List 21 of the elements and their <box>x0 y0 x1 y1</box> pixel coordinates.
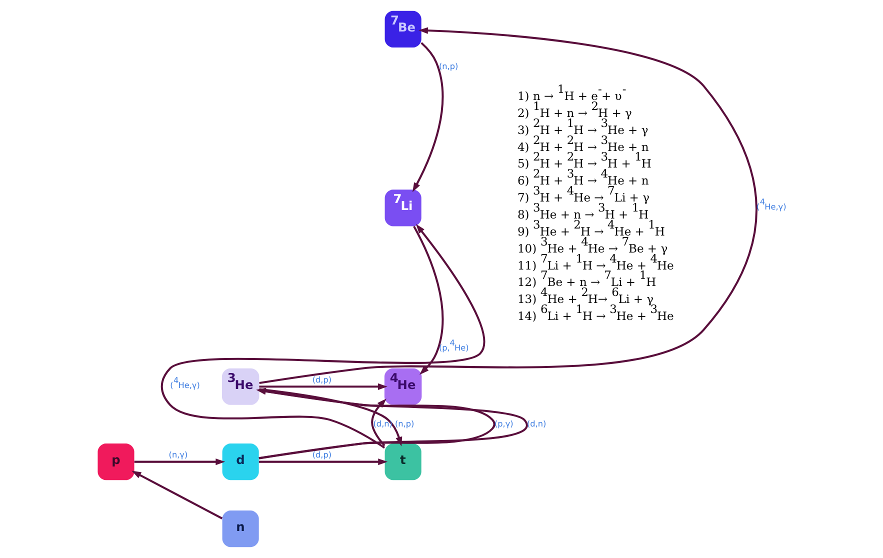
node-box: p <box>97 444 134 480</box>
arrow <box>258 458 388 466</box>
edge-label: (n,p) <box>438 60 458 71</box>
edge-label: (d,n) <box>526 418 546 428</box>
arrow <box>258 383 387 390</box>
arrow <box>258 27 757 384</box>
edge-label: (n,p) <box>394 418 414 428</box>
arrow <box>370 398 386 446</box>
edge-label: (p,γ) <box>494 418 513 428</box>
edge-label: (d,p) <box>312 374 332 384</box>
node-box: n <box>222 510 258 548</box>
edge-label: (d,p) <box>312 449 332 460</box>
edge-label: (n,γ) <box>168 449 188 460</box>
arrow <box>412 226 444 375</box>
arrow <box>134 458 225 466</box>
node-box: d <box>222 444 258 480</box>
edge-label: (d,n) <box>372 418 392 428</box>
arrow <box>412 42 444 192</box>
node-box: t <box>384 444 421 480</box>
arrow <box>131 470 222 520</box>
arrow <box>160 224 485 449</box>
